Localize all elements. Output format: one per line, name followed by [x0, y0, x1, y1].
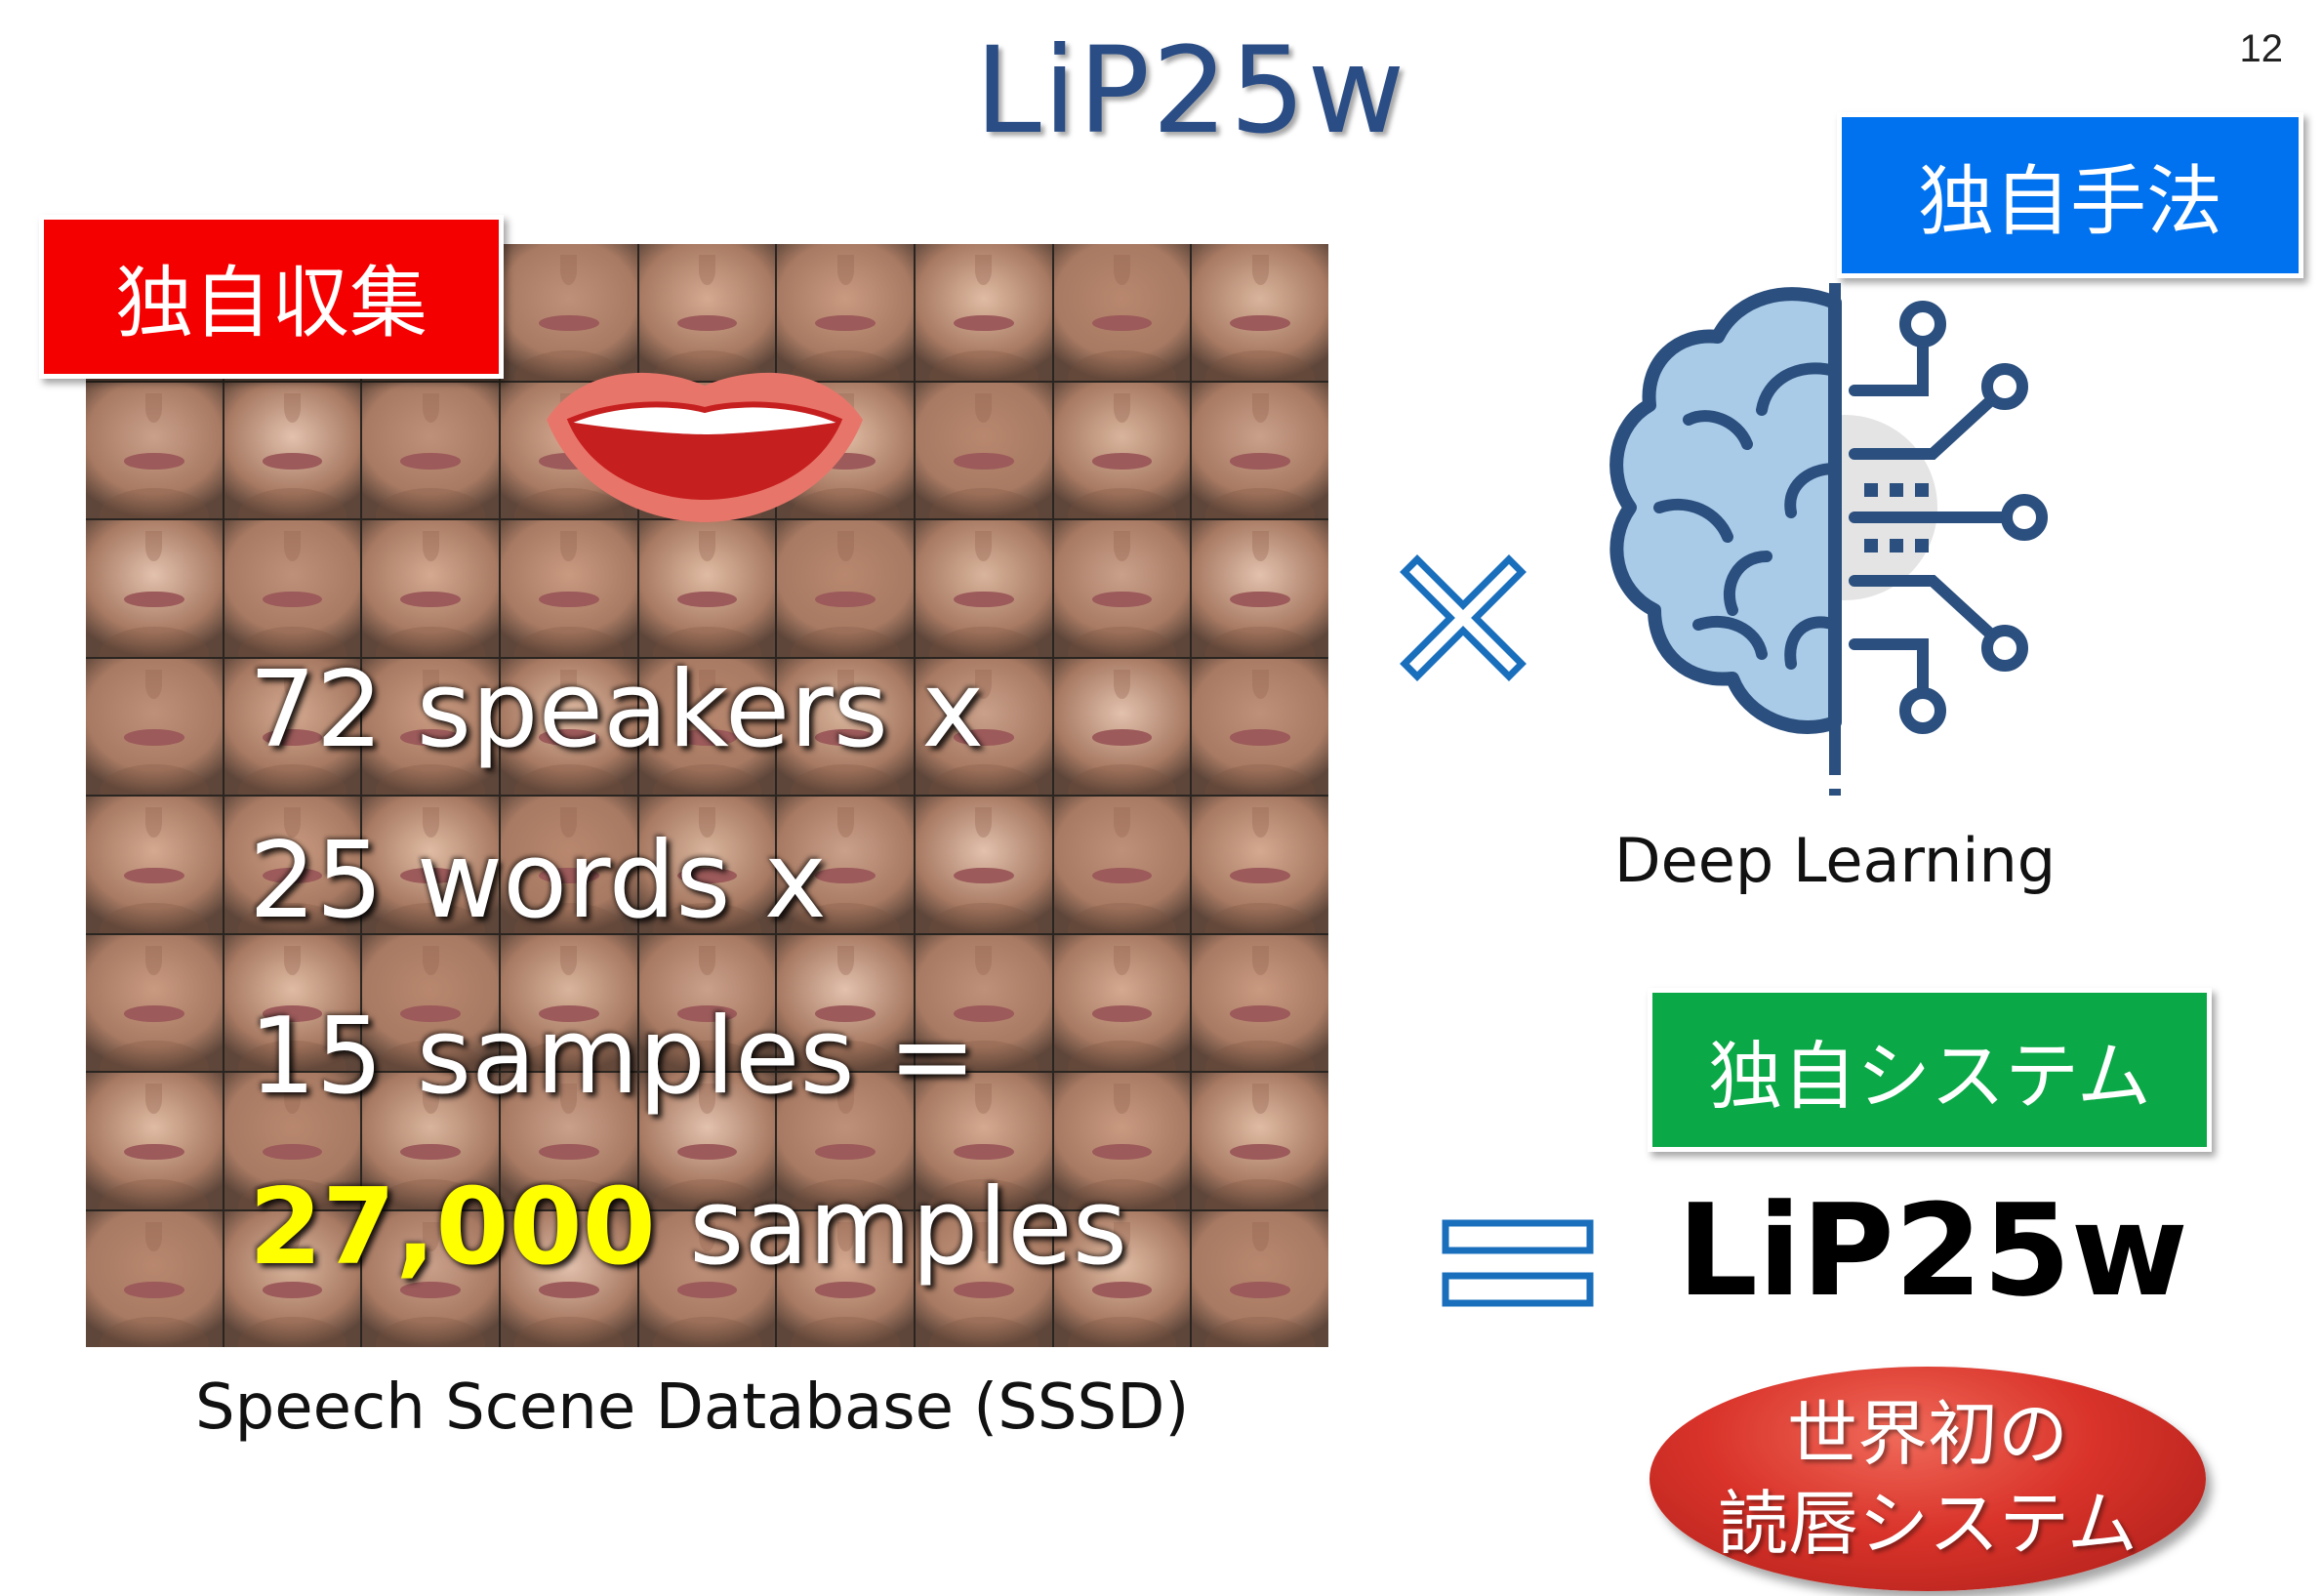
face-photo [916, 658, 1052, 795]
face-photo [1053, 797, 1191, 933]
face-photo [86, 934, 223, 1071]
face-photo [1053, 520, 1191, 657]
face-photo [224, 797, 361, 933]
dataset-total-text: 27,000 samples [249, 1166, 1127, 1289]
face-photo [362, 658, 499, 795]
face-photo [224, 382, 361, 518]
face-photo [224, 1073, 361, 1209]
lips-icon [547, 372, 863, 522]
dataset-total-number: 27,000 [249, 1166, 656, 1289]
face-photo [916, 244, 1052, 381]
face-photo [638, 934, 776, 1071]
page-number: 12 [2239, 27, 2284, 70]
face-photo [777, 1210, 914, 1347]
face-photo [501, 934, 637, 1071]
equals-icon [1442, 1219, 1594, 1307]
face-photo [501, 1073, 637, 1209]
product-name: LiP25w [1677, 1176, 2188, 1325]
face-photo [501, 520, 637, 657]
face-photo [638, 244, 776, 381]
face-photo [224, 934, 361, 1071]
face-photo [777, 797, 914, 933]
face-photo [916, 520, 1052, 657]
brain-circuit-icon [1609, 283, 2048, 796]
face-photo [1053, 382, 1191, 518]
face-photo [916, 1073, 1052, 1209]
face-photo [1192, 797, 1328, 933]
face-photo [362, 520, 499, 657]
face-photo [1192, 1210, 1328, 1347]
face-photo [916, 797, 1052, 933]
face-photo [1192, 934, 1328, 1071]
face-photo [638, 797, 776, 933]
tag-original-system: 独自システム [1648, 988, 2212, 1152]
face-photo [777, 934, 914, 1071]
face-photo [86, 1073, 223, 1209]
dataset-speakers-text: 72 speakers x [249, 649, 985, 771]
face-photo [916, 934, 1052, 1071]
face-photo [1053, 934, 1191, 1071]
face-photo [86, 1210, 223, 1347]
slide-title: LiP25w [974, 21, 1407, 160]
face-photo [86, 797, 223, 933]
face-photo [1192, 382, 1328, 518]
face-photo [501, 1210, 637, 1347]
face-photo [638, 520, 776, 657]
multiply-icon [1400, 554, 1527, 681]
dataset-caption: Speech Scene Database (SSSD) [195, 1371, 1190, 1444]
face-photo [501, 658, 637, 795]
dataset-samples-text: 15 samples = [249, 996, 977, 1118]
dataset-total-suffix: samples [655, 1166, 1128, 1289]
face-photo [362, 934, 499, 1071]
face-photo [1192, 520, 1328, 657]
face-photo [638, 1210, 776, 1347]
face-photo [501, 797, 637, 933]
face-photo [1053, 244, 1191, 381]
face-photo [916, 1210, 1052, 1347]
face-photo [224, 520, 361, 657]
face-photo [777, 244, 914, 381]
face-photo [224, 658, 361, 795]
face-photo [362, 382, 499, 518]
face-photo [1192, 244, 1328, 381]
face-photo [916, 382, 1052, 518]
face-photo [777, 1073, 914, 1209]
face-photo [1053, 1073, 1191, 1209]
face-photo [777, 658, 914, 795]
dataset-words-text: 25 words x [249, 820, 827, 942]
face-photo [501, 244, 637, 381]
face-photo [1053, 1210, 1191, 1347]
face-photo [1192, 658, 1328, 795]
face-photo [86, 382, 223, 518]
method-caption: Deep Learning [1613, 825, 2057, 896]
badge-line-1: 世界初の [1786, 1393, 2068, 1475]
face-photo [86, 658, 223, 795]
tag-original-method: 独自手法 [1837, 112, 2303, 278]
face-photo [1053, 658, 1191, 795]
face-photo [362, 1210, 499, 1347]
face-photo [224, 1210, 361, 1347]
world-first-badge: 世界初の 読唇システム [1650, 1367, 2206, 1591]
face-photo [638, 1073, 776, 1209]
face-photo [86, 520, 223, 657]
badge-line-2: 読唇システム [1718, 1483, 2138, 1565]
face-photo [362, 1073, 499, 1209]
face-photo [362, 797, 499, 933]
tag-original-collection: 独自収集 [39, 215, 504, 379]
face-photo [777, 520, 914, 657]
face-photo [1192, 1073, 1328, 1209]
face-photo [638, 658, 776, 795]
